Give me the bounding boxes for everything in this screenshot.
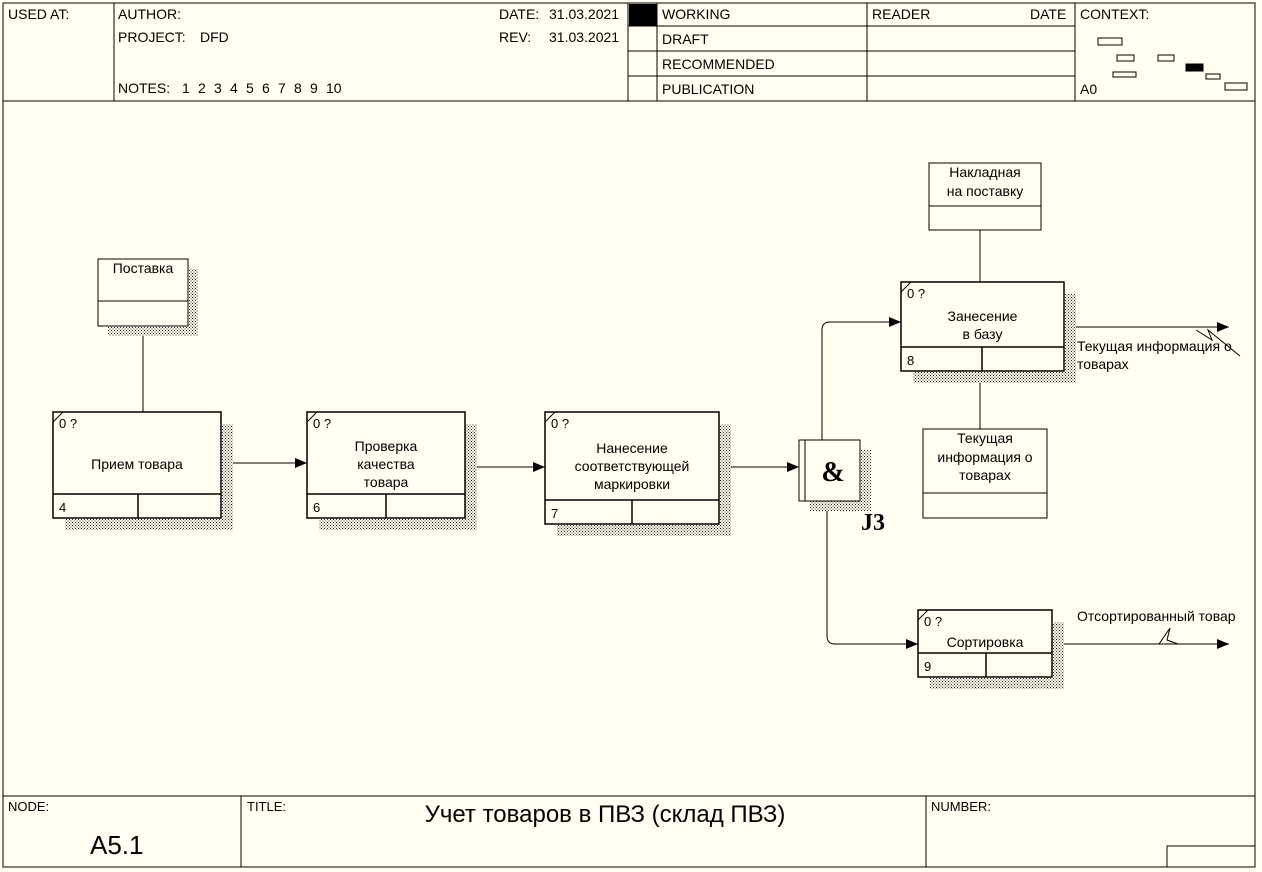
process-label: товара — [364, 474, 409, 490]
node-label: NODE: — [8, 799, 49, 814]
status-publication: PUBLICATION — [662, 81, 754, 97]
current-info-squiggle — [1195, 328, 1241, 357]
process-boxes: 0 ? Прием товара 4 0 ? Проверка качества товар… — [52, 281, 1076, 689]
process-check[interactable]: 0 ? Проверка качества товара 6 — [306, 411, 477, 530]
process-enter-db[interactable]: 0 ? Занесение в базу 8 — [900, 281, 1076, 383]
project-value: DFD — [200, 29, 229, 45]
process-cost: 0 ? — [907, 286, 925, 301]
notes-number[interactable]: 7 — [278, 80, 286, 96]
process-label: в базу — [963, 326, 1003, 342]
notes-number[interactable]: 9 — [310, 80, 318, 96]
author-label: AUTHOR: — [118, 6, 181, 22]
process-cost: 0 ? — [551, 416, 569, 431]
context-node: A0 — [1080, 81, 1097, 97]
notes-number[interactable]: 10 — [326, 80, 342, 96]
process-number: 9 — [924, 659, 931, 674]
date-label: DATE: — [499, 6, 539, 22]
node-value: A5.1 — [90, 830, 144, 860]
data-store-label: Текущая — [957, 430, 1013, 446]
notes-number[interactable]: 1 — [182, 80, 190, 96]
data-store-label: информация о — [937, 449, 1032, 465]
external-entity-label: Накладная — [949, 164, 1020, 180]
sorted-goods-squiggle — [1158, 627, 1179, 645]
sorted-goods-output-label: Отсортированный товар — [1077, 608, 1236, 624]
process-number: 6 — [313, 500, 320, 515]
external-entity-invoice[interactable]: Накладная на поставку — [928, 162, 1042, 231]
data-store-label: товарах — [959, 467, 1011, 483]
process-label: Занесение — [948, 308, 1018, 324]
data-stores: Текущая информация о товарах — [922, 428, 1048, 519]
process-mark[interactable]: 0 ? Нанесение соответствующей маркировки 7 — [544, 411, 731, 536]
current-info-output-label-line2: товарах — [1077, 356, 1129, 372]
notes-number[interactable]: 5 — [246, 80, 254, 96]
notes-number[interactable]: 6 — [262, 80, 270, 96]
process-cost: 0 ? — [313, 416, 331, 431]
process-number: 7 — [551, 506, 558, 521]
process-number: 8 — [907, 353, 914, 368]
footer-block: NODE: A5.1 TITLE: Учет товаров в ПВЗ (ск… — [3, 795, 1256, 868]
status-draft: DRAFT — [662, 31, 709, 47]
diagram-title: Учет товаров в ПВЗ (склад ПВЗ) — [425, 801, 786, 828]
used-at-label: USED AT: — [8, 6, 69, 22]
external-entity-label: на поставку — [947, 183, 1024, 199]
process-label: Прием товара — [91, 456, 183, 472]
reader-label: READER — [872, 6, 930, 22]
working-status-marker — [629, 4, 657, 26]
connectors — [142, 230, 1241, 649]
external-entities: Поставка Накладная на поставку — [97, 162, 1042, 336]
process-label: маркировки — [594, 476, 670, 492]
junction-label: J3 — [861, 510, 885, 536]
notes-label: NOTES: — [118, 80, 170, 96]
process-label: Нанесение — [596, 440, 668, 456]
title-label: TITLE: — [247, 799, 286, 814]
process-label: Сортировка — [947, 634, 1024, 650]
process-cost: 0 ? — [924, 614, 942, 629]
process-sort[interactable]: 0 ? Сортировка 9 — [917, 609, 1064, 689]
process-label: качества — [357, 456, 415, 472]
reader-date-label: DATE — [1030, 6, 1066, 22]
project-label: PROJECT: — [118, 29, 186, 45]
data-store-current-info-store[interactable]: Текущая информация о товарах — [922, 428, 1048, 519]
context-thumbnail — [1097, 37, 1248, 91]
rev-label: REV: — [499, 29, 531, 45]
output-labels: Текущая информация о товарах Отсортирова… — [1077, 338, 1236, 624]
status-recommended: RECOMMENDED — [662, 56, 775, 72]
rev-value: 31.03.2021 — [549, 29, 619, 45]
process-label: соответствующей — [575, 458, 690, 474]
header-block: USED AT: AUTHOR: PROJECT: DFD DATE: 31.0… — [3, 3, 1255, 102]
context-label: CONTEXT: — [1080, 6, 1149, 22]
junction-to-enter-db-arrow — [821, 317, 901, 440]
date-value: 31.03.2021 — [549, 6, 619, 22]
notes-number[interactable]: 4 — [230, 80, 238, 96]
junction-and[interactable]: & J3 — [798, 439, 885, 536]
process-label: Проверка — [355, 438, 418, 454]
junction-symbol: & — [821, 457, 844, 488]
external-entity-label: Поставка — [113, 260, 174, 276]
notes-number[interactable]: 2 — [198, 80, 206, 96]
junction-to-sort-arrow — [826, 500, 918, 649]
process-number: 4 — [59, 500, 66, 515]
diagram-canvas: Поставка Накладная на поставку Текущая инфо… — [52, 162, 1241, 689]
process-receive[interactable]: 0 ? Прием товара 4 — [52, 411, 233, 530]
notes-number[interactable]: 8 — [294, 80, 302, 96]
notes-number[interactable]: 3 — [214, 80, 222, 96]
process-cost: 0 ? — [59, 416, 77, 431]
number-label: NUMBER: — [931, 799, 991, 814]
status-working: WORKING — [662, 6, 730, 22]
current-info-output-label-line1: Текущая информация о — [1077, 338, 1232, 354]
external-entity-supply[interactable]: Поставка — [97, 258, 198, 336]
